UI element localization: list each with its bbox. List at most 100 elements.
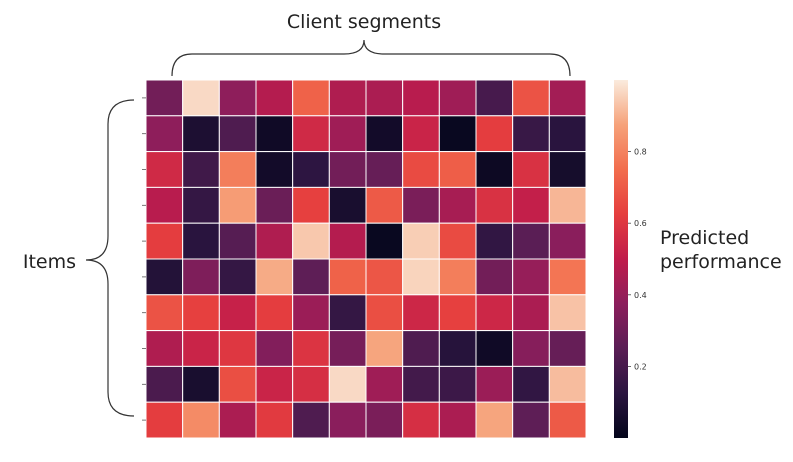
heatmap-cell-r8-c11 bbox=[548, 365, 587, 403]
heatmap-cell-r3-c1 bbox=[182, 186, 220, 224]
heatmap-cell-r6-c6 bbox=[365, 294, 404, 332]
heatmap-cell-r7-c0 bbox=[145, 330, 184, 367]
left-curly-brace bbox=[85, 99, 135, 417]
heatmap-cell-r9-c6 bbox=[365, 401, 404, 439]
heatmap-cell-r4-c1 bbox=[182, 222, 220, 260]
heatmap-cell-r7-c1 bbox=[182, 330, 220, 367]
heatmap-cell-r2-c5 bbox=[328, 151, 367, 188]
heatmap-cell-r6-c1 bbox=[182, 294, 220, 332]
heatmap-cell-r7-c4 bbox=[292, 330, 330, 367]
heatmap-cell-r5-c0 bbox=[145, 258, 184, 296]
heatmap-cell-r6-c8 bbox=[438, 294, 477, 332]
heatmap-cell-r5-c8 bbox=[438, 258, 477, 296]
heatmap-cell-r2-c2 bbox=[218, 151, 257, 188]
heatmap-cell-r8-c5 bbox=[328, 365, 367, 403]
heatmap-cell-r8-c4 bbox=[292, 365, 330, 403]
heatmap-cell-r1-c10 bbox=[512, 115, 550, 153]
heatmap-cell-r5-c1 bbox=[182, 258, 220, 296]
row-ticks bbox=[142, 97, 146, 421]
heatmap-cell-r3-c11 bbox=[548, 186, 587, 224]
top-curly-brace bbox=[171, 39, 571, 77]
heatmap-cell-r4-c9 bbox=[475, 222, 514, 260]
heatmap-cell-r3-c10 bbox=[512, 186, 550, 224]
heatmap-cell-r2-c4 bbox=[292, 151, 330, 188]
heatmap-cell-r9-c3 bbox=[255, 401, 294, 439]
heatmap-cell-r4-c11 bbox=[548, 222, 587, 260]
heatmap-cell-r4-c8 bbox=[438, 222, 477, 260]
heatmap-cell-r5-c10 bbox=[512, 258, 550, 296]
colorbar-tick-label-3: 0.8 bbox=[634, 148, 647, 157]
heatmap-cell-r3-c5 bbox=[328, 186, 367, 224]
heatmap-cell-r9-c0 bbox=[145, 401, 184, 439]
heatmap-cell-r6-c0 bbox=[145, 294, 184, 332]
heatmap-cell-r3-c4 bbox=[292, 186, 330, 224]
heatmap-cell-r1-c3 bbox=[255, 115, 294, 153]
colorbar-ticks: 0.2 0.4 0.6 0.8 bbox=[628, 148, 647, 371]
heatmap-cell-r0-c2 bbox=[218, 79, 257, 117]
heatmap-cell-r8-c2 bbox=[218, 365, 257, 403]
heatmap-cell-r8-c8 bbox=[438, 365, 477, 403]
colorbar bbox=[614, 80, 628, 438]
heatmap-cell-r9-c2 bbox=[218, 401, 257, 439]
heatmap-cell-r4-c3 bbox=[255, 222, 294, 260]
heatmap-cell-r9-c9 bbox=[475, 401, 514, 439]
heatmap-cell-r7-c10 bbox=[512, 330, 550, 367]
heatmap-cell-r6-c4 bbox=[292, 294, 330, 332]
heatmap-cell-r1-c2 bbox=[218, 115, 257, 153]
x-annotation-label: Client segments bbox=[287, 11, 441, 33]
heatmap-cell-r7-c3 bbox=[255, 330, 294, 367]
colorbar-tick-label-2: 0.6 bbox=[634, 219, 647, 228]
heatmap-cell-r7-c7 bbox=[402, 330, 440, 367]
heatmap-cell-r9-c8 bbox=[438, 401, 477, 439]
heatmap-cell-r2-c8 bbox=[438, 151, 477, 188]
heatmap-cell-r1-c4 bbox=[292, 115, 330, 153]
heatmap-cell-r3-c2 bbox=[218, 186, 257, 224]
heatmap-cell-r4-c5 bbox=[328, 222, 367, 260]
heatmap-cell-r3-c8 bbox=[438, 186, 477, 224]
y-annotation-label: Items bbox=[23, 251, 76, 273]
heatmap-cell-r5-c3 bbox=[255, 258, 294, 296]
heatmap-cell-r9-c5 bbox=[328, 401, 367, 439]
heatmap-cell-r8-c7 bbox=[402, 365, 440, 403]
heatmap-cell-r2-c10 bbox=[512, 151, 550, 188]
heatmap-cell-r8-c1 bbox=[182, 365, 220, 403]
heatmap-cell-r8-c6 bbox=[365, 365, 404, 403]
heatmap-cell-r5-c6 bbox=[365, 258, 404, 296]
heatmap-cell-r0-c0 bbox=[145, 79, 184, 117]
heatmap-cells bbox=[145, 79, 587, 439]
heatmap-cell-r9-c7 bbox=[402, 401, 440, 439]
heatmap-cell-r8-c3 bbox=[255, 365, 294, 403]
heatmap-cell-r7-c11 bbox=[548, 330, 587, 367]
heatmap-cell-r0-c9 bbox=[475, 79, 514, 117]
heatmap-cell-r6-c11 bbox=[548, 294, 587, 332]
heatmap-cell-r3-c3 bbox=[255, 186, 294, 224]
heatmap-cell-r5-c9 bbox=[475, 258, 514, 296]
heatmap-cell-r7-c2 bbox=[218, 330, 257, 367]
colorbar-tick-label-1: 0.4 bbox=[634, 291, 647, 300]
heatmap-cell-r4-c4 bbox=[292, 222, 330, 260]
heatmap-cell-r1-c11 bbox=[548, 115, 587, 153]
colorbar-tick-label-0: 0.2 bbox=[634, 362, 647, 371]
heatmap-cell-r5-c5 bbox=[328, 258, 367, 296]
heatmap-cell-r1-c8 bbox=[438, 115, 477, 153]
heatmap-cell-r0-c3 bbox=[255, 79, 294, 117]
heatmap-cell-r5-c7 bbox=[402, 258, 440, 296]
heatmap-cell-r4-c10 bbox=[512, 222, 550, 260]
heatmap-cell-r1-c0 bbox=[145, 115, 184, 153]
heatmap-cell-r8-c0 bbox=[145, 365, 184, 403]
colorbar-label-line-1: Predicted bbox=[660, 227, 749, 249]
heatmap-cell-r8-c9 bbox=[475, 365, 514, 403]
heatmap-cell-r1-c9 bbox=[475, 115, 514, 153]
heatmap-cell-r9-c4 bbox=[292, 401, 330, 439]
heatmap-cell-r1-c6 bbox=[365, 115, 404, 153]
heatmap-cell-r8-c10 bbox=[512, 365, 550, 403]
heatmap-cell-r4-c0 bbox=[145, 222, 184, 260]
heatmap-cell-r3-c6 bbox=[365, 186, 404, 224]
heatmap-cell-r0-c6 bbox=[365, 79, 404, 117]
heatmap-cell-r2-c6 bbox=[365, 151, 404, 188]
heatmap-cell-r7-c5 bbox=[328, 330, 367, 367]
heatmap-cell-r6-c5 bbox=[328, 294, 367, 332]
heatmap-cell-r7-c8 bbox=[438, 330, 477, 367]
heatmap-cell-r2-c1 bbox=[182, 151, 220, 188]
